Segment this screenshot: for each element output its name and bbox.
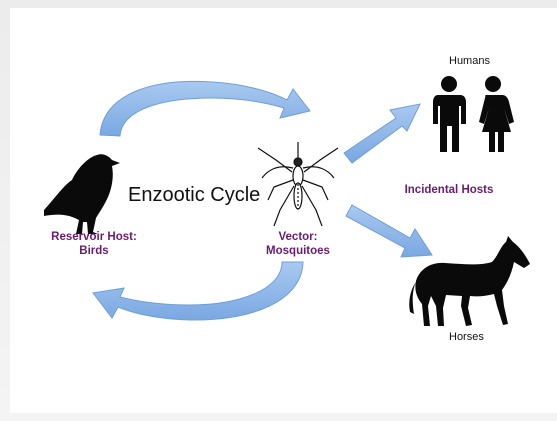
vector-line2: Mosquitoes <box>250 244 346 258</box>
top-cycle-arrow <box>100 81 310 136</box>
vector-label: Vector: Mosquitoes <box>250 230 346 258</box>
humans-label: Humans <box>449 55 490 67</box>
arrow-to-horses <box>346 205 432 257</box>
incidental-hosts-label: Incidental Hosts <box>394 183 504 197</box>
bird-icon <box>44 154 120 234</box>
human-icon <box>433 76 514 152</box>
arrow-to-humans <box>344 104 420 163</box>
vector-line1: Vector: <box>250 230 346 244</box>
horses-label: Horses <box>449 331 484 343</box>
reservoir-host-line2: Birds <box>36 244 152 258</box>
cycle-title: Enzootic Cycle <box>128 184 260 207</box>
bottom-cycle-arrow <box>93 262 303 320</box>
mosquito-icon <box>258 142 338 226</box>
reservoir-host-label: Reservoir Host: Birds <box>36 230 152 258</box>
reservoir-host-line1: Reservoir Host: <box>36 230 152 244</box>
